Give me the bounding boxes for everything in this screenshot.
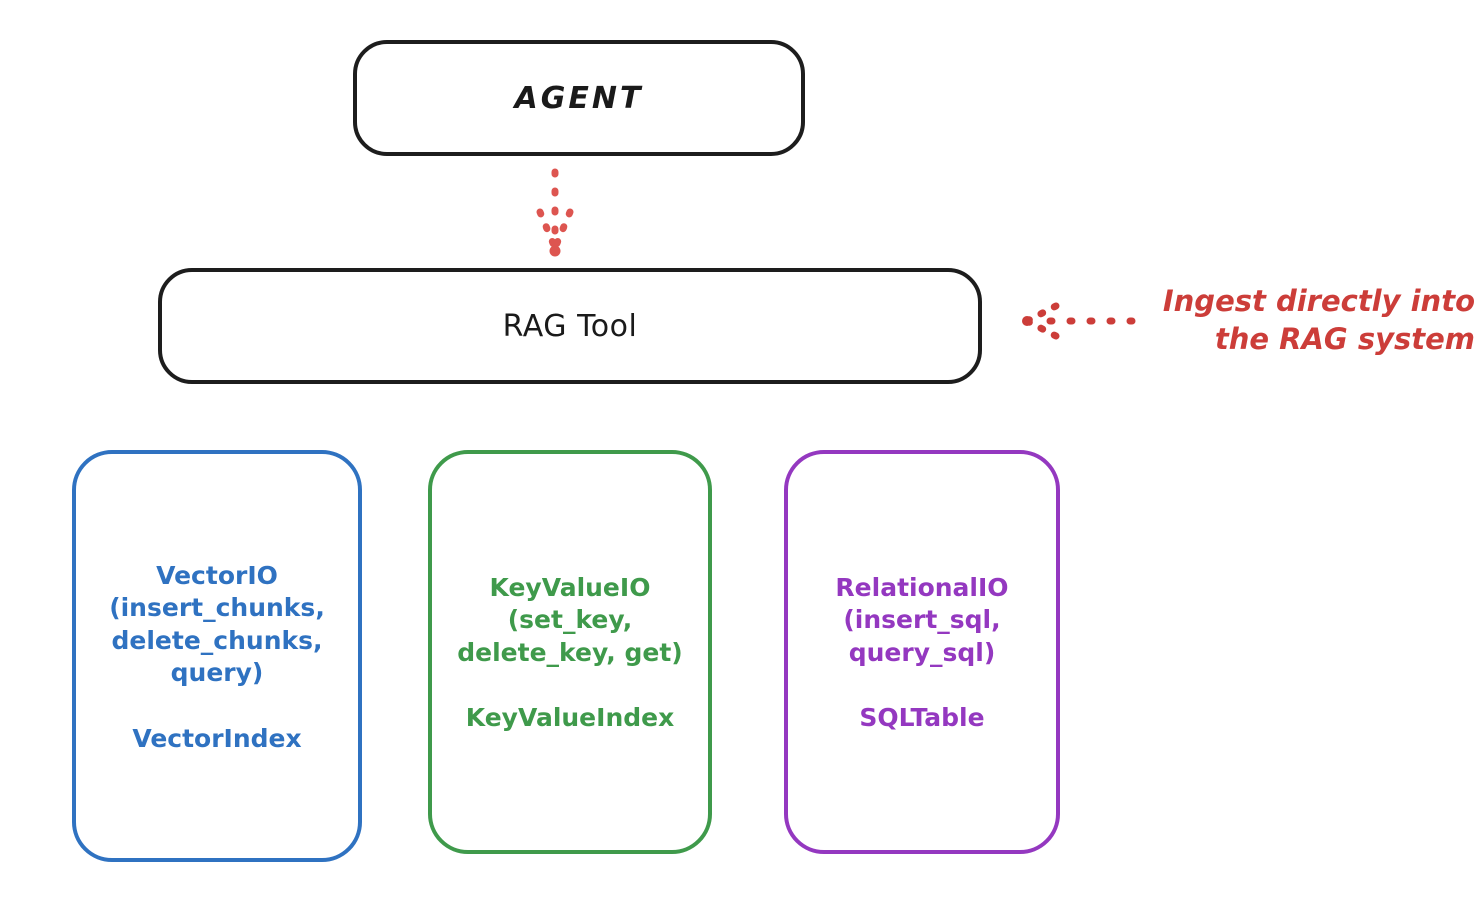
ingest-annotation: Ingest directly into the RAG system — [1162, 284, 1475, 356]
key-value-io-api-label: KeyValueIO (set_key, delete_key, get) — [457, 572, 683, 667]
vector-io-node[interactable]: VectorIO (insert_chunks, delete_chunks, … — [72, 450, 362, 862]
vector-io-index-label: VectorIndex — [132, 723, 302, 753]
key-value-io-index-label: KeyValueIndex — [465, 703, 675, 733]
rag-tool-node-label: RAG Tool — [502, 308, 638, 344]
relational-io-api-label: RelationalIO (insert_sql, query_sql) — [835, 572, 1009, 667]
ingest-annotation-arrow — [1022, 302, 1136, 340]
vector-io-api-label: VectorIO (insert_chunks, delete_chunks, … — [109, 560, 325, 688]
relational-io-node[interactable]: RelationalIO (insert_sql, query_sql) SQL… — [784, 450, 1060, 854]
agent-node[interactable]: AGENT — [353, 40, 805, 156]
agent-node-label: AGENT — [514, 80, 644, 116]
key-value-io-node[interactable]: KeyValueIO (set_key, delete_key, get) Ke… — [428, 450, 712, 854]
agent-to-rag-connector — [536, 168, 574, 257]
rag-tool-node[interactable]: RAG Tool — [158, 268, 982, 384]
relational-io-index-label: SQLTable — [859, 703, 985, 733]
